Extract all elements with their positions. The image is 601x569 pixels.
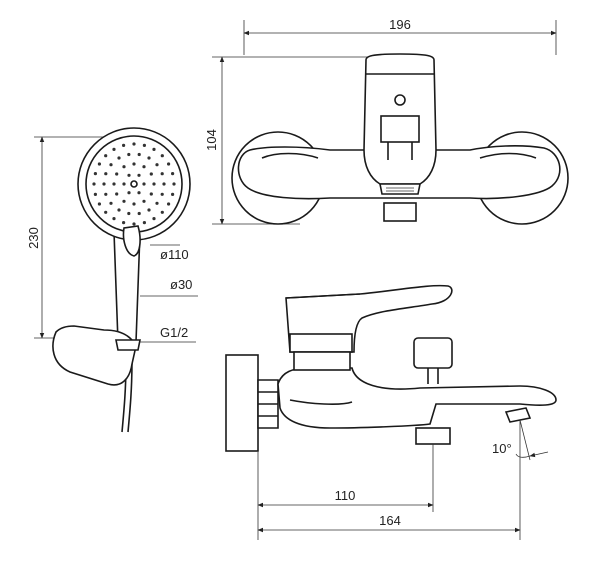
nozzle-dot bbox=[155, 163, 159, 167]
nozzle-dot bbox=[109, 163, 113, 167]
nozzle-dot bbox=[127, 173, 131, 177]
nozzle-dot bbox=[112, 147, 116, 151]
nozzle-dot bbox=[142, 199, 146, 203]
nozzle-dot bbox=[122, 221, 126, 225]
nozzle-dot bbox=[104, 172, 108, 176]
nozzle-dot bbox=[137, 211, 141, 216]
nozzle-dot bbox=[117, 208, 121, 212]
nozzle-dot bbox=[93, 192, 97, 196]
angle-leader bbox=[529, 451, 549, 458]
nozzle-dot bbox=[142, 182, 146, 186]
aerator-outlet bbox=[379, 183, 421, 195]
nozzle-dot bbox=[171, 192, 175, 196]
nozzle-dot bbox=[142, 143, 146, 147]
nozzle-dot bbox=[160, 154, 164, 158]
nozzle-dot bbox=[142, 221, 146, 225]
nozzle-dot bbox=[152, 217, 156, 221]
nozzle-dot bbox=[127, 211, 131, 216]
dim-label-width: 196 bbox=[389, 17, 411, 32]
nozzle-hub bbox=[130, 180, 138, 188]
nozzle-dot bbox=[109, 201, 113, 205]
lever-base bbox=[289, 333, 353, 353]
hand-shower-view: 230 ø110 ø30 G1/2 bbox=[26, 127, 198, 433]
nozzle-dot bbox=[132, 142, 136, 146]
nozzle-dot bbox=[167, 202, 171, 206]
nozzle-dot bbox=[122, 199, 126, 203]
lever-top-line bbox=[285, 293, 361, 299]
nozzle-dot bbox=[147, 208, 151, 212]
nozzle-dot bbox=[115, 172, 119, 176]
shower-neck bbox=[122, 225, 141, 257]
nozzle-dot bbox=[137, 173, 141, 177]
nozzle-dot bbox=[102, 182, 106, 186]
side-hose-outlet bbox=[415, 427, 451, 445]
nozzle-dot bbox=[112, 217, 116, 221]
nozzle-dot bbox=[104, 192, 108, 196]
nozzle-dot bbox=[132, 222, 136, 226]
nozzle-dot bbox=[97, 162, 101, 166]
label-angle: 10° bbox=[492, 441, 512, 456]
angle-arc bbox=[515, 453, 531, 458]
nozzle-dot bbox=[127, 152, 131, 157]
nozzle-dot bbox=[137, 152, 141, 157]
nozzle-dot bbox=[122, 143, 126, 147]
nozzle-dot bbox=[142, 165, 146, 169]
label-thread: G1/2 bbox=[160, 325, 188, 340]
nozzle-dot bbox=[97, 202, 101, 206]
body-edge-left bbox=[261, 152, 319, 159]
hose-connection bbox=[383, 202, 417, 222]
nozzle-pattern bbox=[92, 142, 176, 226]
nozzle-dot bbox=[115, 192, 119, 196]
side-wall-flange bbox=[225, 354, 259, 452]
nozzle-dot bbox=[152, 182, 156, 186]
nozzle-dot bbox=[149, 172, 153, 176]
label-head-diameter: ø110 bbox=[160, 247, 189, 262]
front-view: 196 104 bbox=[204, 17, 569, 225]
side-mixer-body bbox=[277, 367, 557, 429]
nozzle-dot bbox=[127, 191, 131, 195]
nozzle-dot bbox=[104, 154, 108, 158]
wall-bracket bbox=[52, 325, 137, 386]
nozzle-dot bbox=[167, 162, 171, 166]
nozzle-dot bbox=[149, 192, 153, 196]
body-edge-right bbox=[479, 152, 537, 159]
spout-aerator bbox=[504, 407, 532, 423]
side-view: 10° 110 164 bbox=[225, 284, 557, 540]
nozzle-dot bbox=[122, 165, 126, 169]
nozzle-dot bbox=[117, 156, 121, 160]
dim-label-110: 110 bbox=[335, 488, 356, 503]
nozzle-dot bbox=[147, 156, 151, 160]
nozzle-dot bbox=[132, 162, 136, 166]
nozzle-dot bbox=[155, 201, 159, 205]
cartridge-body bbox=[293, 351, 351, 371]
body-contour bbox=[289, 399, 353, 405]
nozzle-dot bbox=[160, 210, 164, 214]
nozzle-dot bbox=[112, 182, 116, 186]
bracket-holder bbox=[115, 339, 141, 351]
nozzle-dot bbox=[132, 202, 136, 206]
label-handle-diameter: ø30 bbox=[170, 277, 192, 292]
cartridge-cap bbox=[380, 115, 420, 143]
lever-indicator-dot bbox=[394, 94, 406, 106]
dim-label-164: 164 bbox=[379, 513, 401, 528]
dim-label-height: 104 bbox=[204, 129, 219, 151]
nozzle-dot bbox=[152, 147, 156, 151]
nozzle-dot bbox=[92, 182, 96, 186]
nozzle-dot bbox=[137, 191, 141, 195]
nozzle-dot bbox=[160, 172, 164, 176]
nozzle-dot bbox=[160, 192, 164, 196]
angle-ref-tilted bbox=[519, 419, 531, 461]
diverter-knob[interactable] bbox=[413, 337, 453, 369]
dim-label-shower: 230 bbox=[26, 227, 41, 249]
nozzle-dot bbox=[162, 182, 166, 186]
nozzle-dot bbox=[172, 182, 176, 186]
nozzle-dot bbox=[171, 172, 175, 176]
nozzle-dot bbox=[104, 210, 108, 214]
nozzle-dot bbox=[122, 182, 126, 186]
nozzle-dot bbox=[93, 172, 97, 176]
